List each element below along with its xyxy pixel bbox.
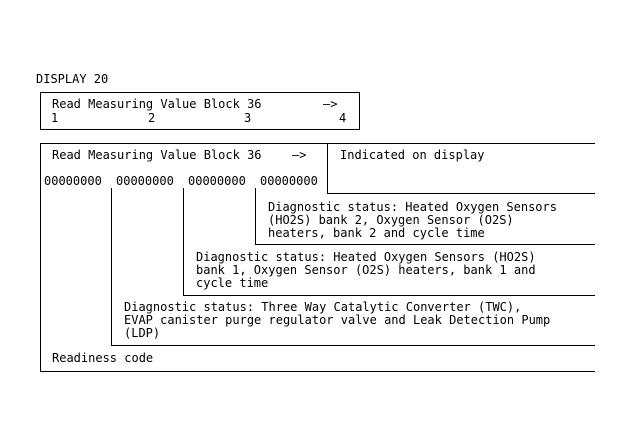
connector-value-4 bbox=[255, 188, 256, 244]
readiness-code-label: Readiness code bbox=[52, 351, 154, 365]
indicated-on-display-label: Indicated on display bbox=[340, 148, 485, 162]
display-label: DISPLAY 20 bbox=[36, 72, 109, 86]
connector-value-4-bottom bbox=[255, 244, 595, 245]
top-box-arrow: —> bbox=[323, 97, 338, 111]
connector-value-2 bbox=[111, 188, 112, 345]
description-value-3: Diagnostic status: Heated Oxygen Sensors… bbox=[196, 250, 536, 290]
connector-value-3 bbox=[183, 188, 184, 295]
description-value-2: Diagnostic status: Three Way Catalytic C… bbox=[124, 300, 551, 340]
field-number-2: 2 bbox=[148, 111, 156, 125]
main-box-arrow: —> bbox=[292, 148, 307, 162]
top-box-title: Read Measuring Value Block 36 bbox=[52, 97, 262, 111]
main-left-border bbox=[40, 143, 41, 372]
display-value-3: 00000000 bbox=[188, 174, 246, 188]
field-number-4: 4 bbox=[339, 111, 347, 125]
connector-value-2-bottom bbox=[111, 345, 595, 346]
main-top-border bbox=[40, 143, 595, 144]
description-value-4: Diagnostic status: Heated Oxygen Sensors… bbox=[268, 200, 557, 240]
main-box-title: Read Measuring Value Block 36 bbox=[52, 148, 262, 162]
display-value-2: 00000000 bbox=[116, 174, 174, 188]
display-value-4: 00000000 bbox=[260, 174, 318, 188]
connector-value-3-bottom bbox=[183, 295, 595, 296]
display-value-1: 00000000 bbox=[44, 174, 102, 188]
field-number-3: 3 bbox=[244, 111, 252, 125]
field-number-1: 1 bbox=[51, 111, 59, 125]
indicated-divider bbox=[327, 143, 328, 193]
indicated-bottom-line bbox=[327, 193, 595, 194]
top-display-box bbox=[40, 92, 360, 130]
main-bottom-border bbox=[40, 371, 595, 372]
